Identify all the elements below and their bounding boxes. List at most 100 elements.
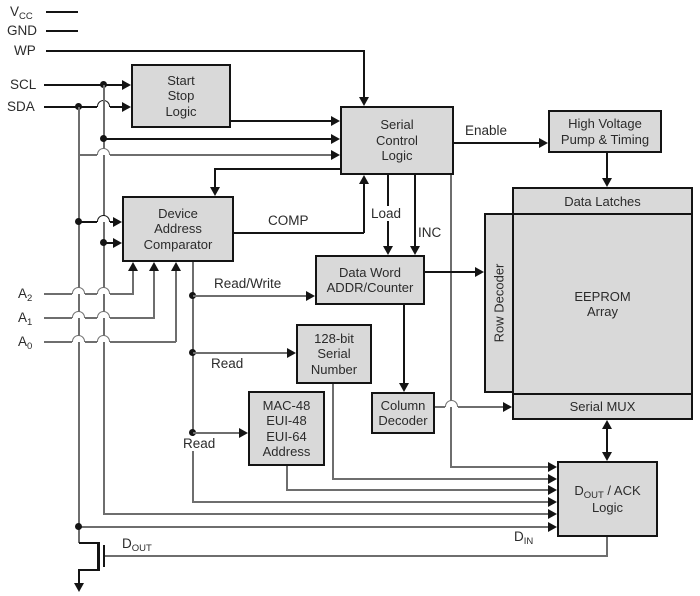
wire-a2	[110, 293, 134, 295]
block-text: Serial	[380, 117, 414, 133]
block-text: Logic	[165, 103, 197, 119]
wire-scl-branch	[104, 138, 331, 140]
arrowhead	[331, 150, 340, 160]
block-text: Number	[310, 361, 358, 377]
wire-serialnumber-out	[332, 384, 334, 479]
block-text: Logic	[381, 148, 413, 164]
wire-coldecoder-to-mux	[435, 406, 445, 408]
block-text: Address	[262, 444, 311, 459]
wire-read-write	[193, 295, 306, 297]
signal-label-read: Read	[209, 356, 246, 371]
arrowhead	[548, 485, 557, 495]
wire-scl-to-doutack	[103, 513, 548, 515]
arrowhead	[287, 348, 296, 358]
block-text: 128-bit	[314, 330, 354, 346]
mosfet-source	[78, 569, 80, 583]
arrowhead	[383, 246, 393, 255]
wire-hop	[97, 311, 110, 318]
wire-vcc-stub	[46, 11, 78, 13]
block-data-word-addr-counter: Data Word ADDR/Counter	[315, 255, 425, 305]
block-data-latches: Data Latches	[512, 187, 693, 215]
wire-comp	[363, 184, 365, 233]
signal-label-din: DIN	[514, 529, 534, 547]
wire-control-to-comparator	[214, 168, 216, 187]
junction-dot	[189, 292, 196, 299]
block-device-address-comparator: Device Address Comparator	[122, 196, 234, 262]
arrowhead	[128, 262, 138, 271]
arrowhead	[399, 383, 409, 392]
arrowhead	[548, 462, 557, 472]
wire-hop	[97, 287, 110, 294]
arrowhead	[548, 474, 557, 484]
signal-label-read-write: Read/Write	[212, 276, 284, 291]
pin-label-vcc: VCC	[10, 4, 33, 22]
wire-hop	[445, 400, 458, 407]
wire-mac-out	[286, 489, 548, 491]
wire-scl-to-comparator	[104, 242, 113, 244]
wire-a2	[85, 293, 97, 295]
wire-pump-to-latches	[606, 153, 608, 179]
wire-sda-vertical	[78, 107, 80, 543]
arrowhead	[475, 267, 484, 277]
junction-dot	[100, 135, 107, 142]
arrowhead	[149, 262, 159, 271]
block-text: Stop	[167, 88, 195, 104]
block-text: Decoder	[378, 413, 428, 428]
block-text: Data Latches	[564, 193, 641, 209]
block-text: Control	[376, 132, 418, 148]
wire-dout	[606, 537, 608, 557]
block-serial-control-logic: Serial Control Logic	[340, 106, 454, 175]
wire-a1	[44, 317, 72, 319]
block-text: Comparator	[143, 236, 213, 252]
wire-comparator-to-doutack	[192, 501, 548, 503]
wire-hop	[72, 335, 85, 342]
arrowhead	[602, 452, 612, 461]
mosfet-source	[79, 569, 99, 571]
wire-comparator-bus	[192, 262, 194, 502]
wire-dout	[104, 555, 607, 557]
arrowhead	[74, 583, 84, 592]
block-column-decoder: Column Decoder	[371, 392, 435, 434]
block-text: EUI-48	[266, 413, 307, 428]
wire-addr-to-rowdecoder	[425, 271, 475, 273]
mosfet-gate	[103, 545, 105, 567]
arrowhead	[122, 102, 131, 112]
arrowhead	[210, 187, 220, 196]
wire-hop	[97, 335, 110, 342]
mosfet-channel	[97, 542, 100, 571]
block-text: Pump & Timing	[560, 131, 650, 147]
wire-sda-branch	[79, 154, 97, 156]
block-text: Device	[158, 205, 198, 221]
arrowhead	[122, 80, 131, 90]
wire-scl-vertical	[103, 85, 105, 514]
wire-gnd-stub	[46, 30, 78, 32]
wire-control-to-doutack	[450, 466, 548, 468]
arrowhead	[410, 246, 420, 255]
block-eeprom-array: EEPROM Array	[512, 213, 693, 395]
arrowhead	[331, 134, 340, 144]
wire-sda-to-comparator	[110, 221, 113, 223]
wire-hop	[97, 215, 110, 222]
junction-dot	[189, 349, 196, 356]
block-text: Data Word	[339, 264, 401, 280]
wire-a1	[153, 271, 155, 318]
block-text: High Voltage	[568, 116, 642, 131]
block-text: Start	[167, 72, 195, 88]
block-text: Address	[154, 221, 202, 237]
wire-a0	[85, 341, 97, 343]
block-text: Logic	[591, 500, 624, 515]
wire-sda-branch	[110, 154, 331, 156]
wire-a1	[85, 317, 97, 319]
arrowhead	[548, 497, 557, 507]
block-high-voltage-pump: High Voltage Pump & Timing	[548, 110, 662, 153]
wire-read-serialnumber	[193, 352, 287, 354]
arrowhead	[113, 217, 122, 227]
signal-label-dout: DOUT	[122, 536, 152, 554]
junction-dot	[189, 429, 196, 436]
wire-a2	[132, 271, 134, 294]
arrowhead	[602, 420, 612, 429]
arrowhead	[359, 175, 369, 184]
wire-serialnumber-out	[332, 478, 548, 480]
block-serial-mux: Serial MUX	[512, 393, 693, 420]
pin-label-a2: A2	[18, 286, 33, 304]
